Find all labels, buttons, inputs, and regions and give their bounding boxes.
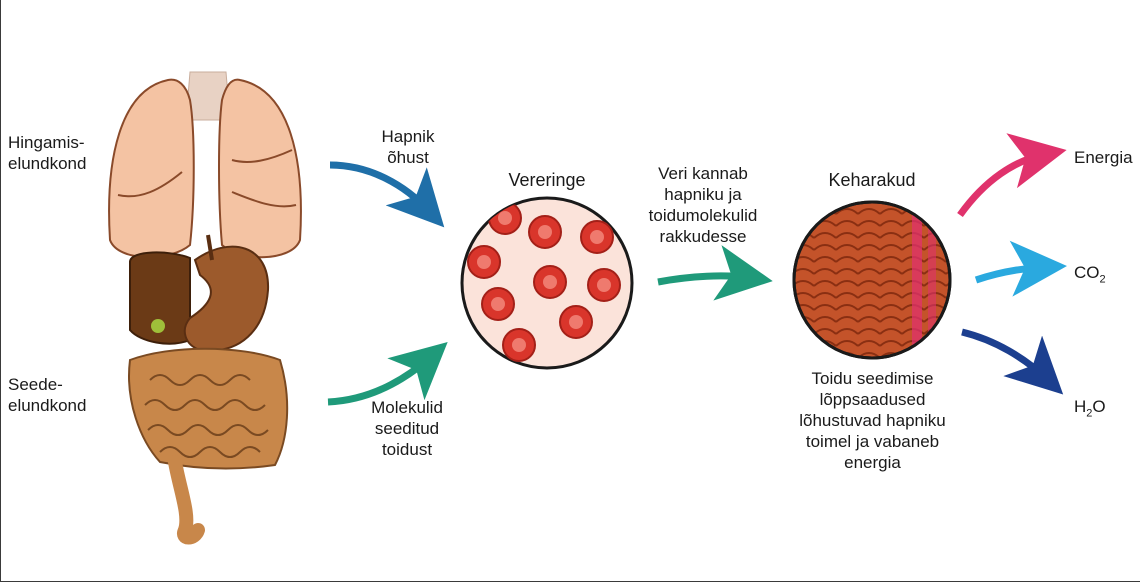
oxygen-input-label: Hapnik õhust xyxy=(358,126,458,168)
circulation-title: Vereringe xyxy=(487,170,607,191)
h2o-output-label: H2O xyxy=(1074,396,1106,424)
digestive-illustration xyxy=(129,235,287,538)
co2-output-label: CO2 xyxy=(1074,262,1106,290)
cells-title: Keharakud xyxy=(812,170,932,191)
body-cells-circle xyxy=(794,195,950,365)
co2-arrow xyxy=(976,267,1046,280)
energy-arrow xyxy=(960,154,1046,215)
molecules-arrow xyxy=(328,356,432,402)
blood-circle xyxy=(462,198,632,368)
respiratory-system-label: Hingamis- elundkond xyxy=(8,132,86,174)
h2o-arrow xyxy=(962,332,1048,380)
lungs-illustration xyxy=(109,72,301,257)
transport-label: Veri kannab hapniku ja toidumolekulid ra… xyxy=(648,163,758,247)
digestive-system-label: Seede- elundkond xyxy=(8,374,86,416)
oxygen-arrow xyxy=(330,165,430,212)
molecules-input-label: Molekulid seeditud toidust xyxy=(352,397,462,460)
cells-description: Toidu seedimise lõppsaadused lõhustuvad … xyxy=(795,368,950,473)
energy-output-label: Energia xyxy=(1074,147,1133,168)
transport-arrow xyxy=(658,276,752,282)
